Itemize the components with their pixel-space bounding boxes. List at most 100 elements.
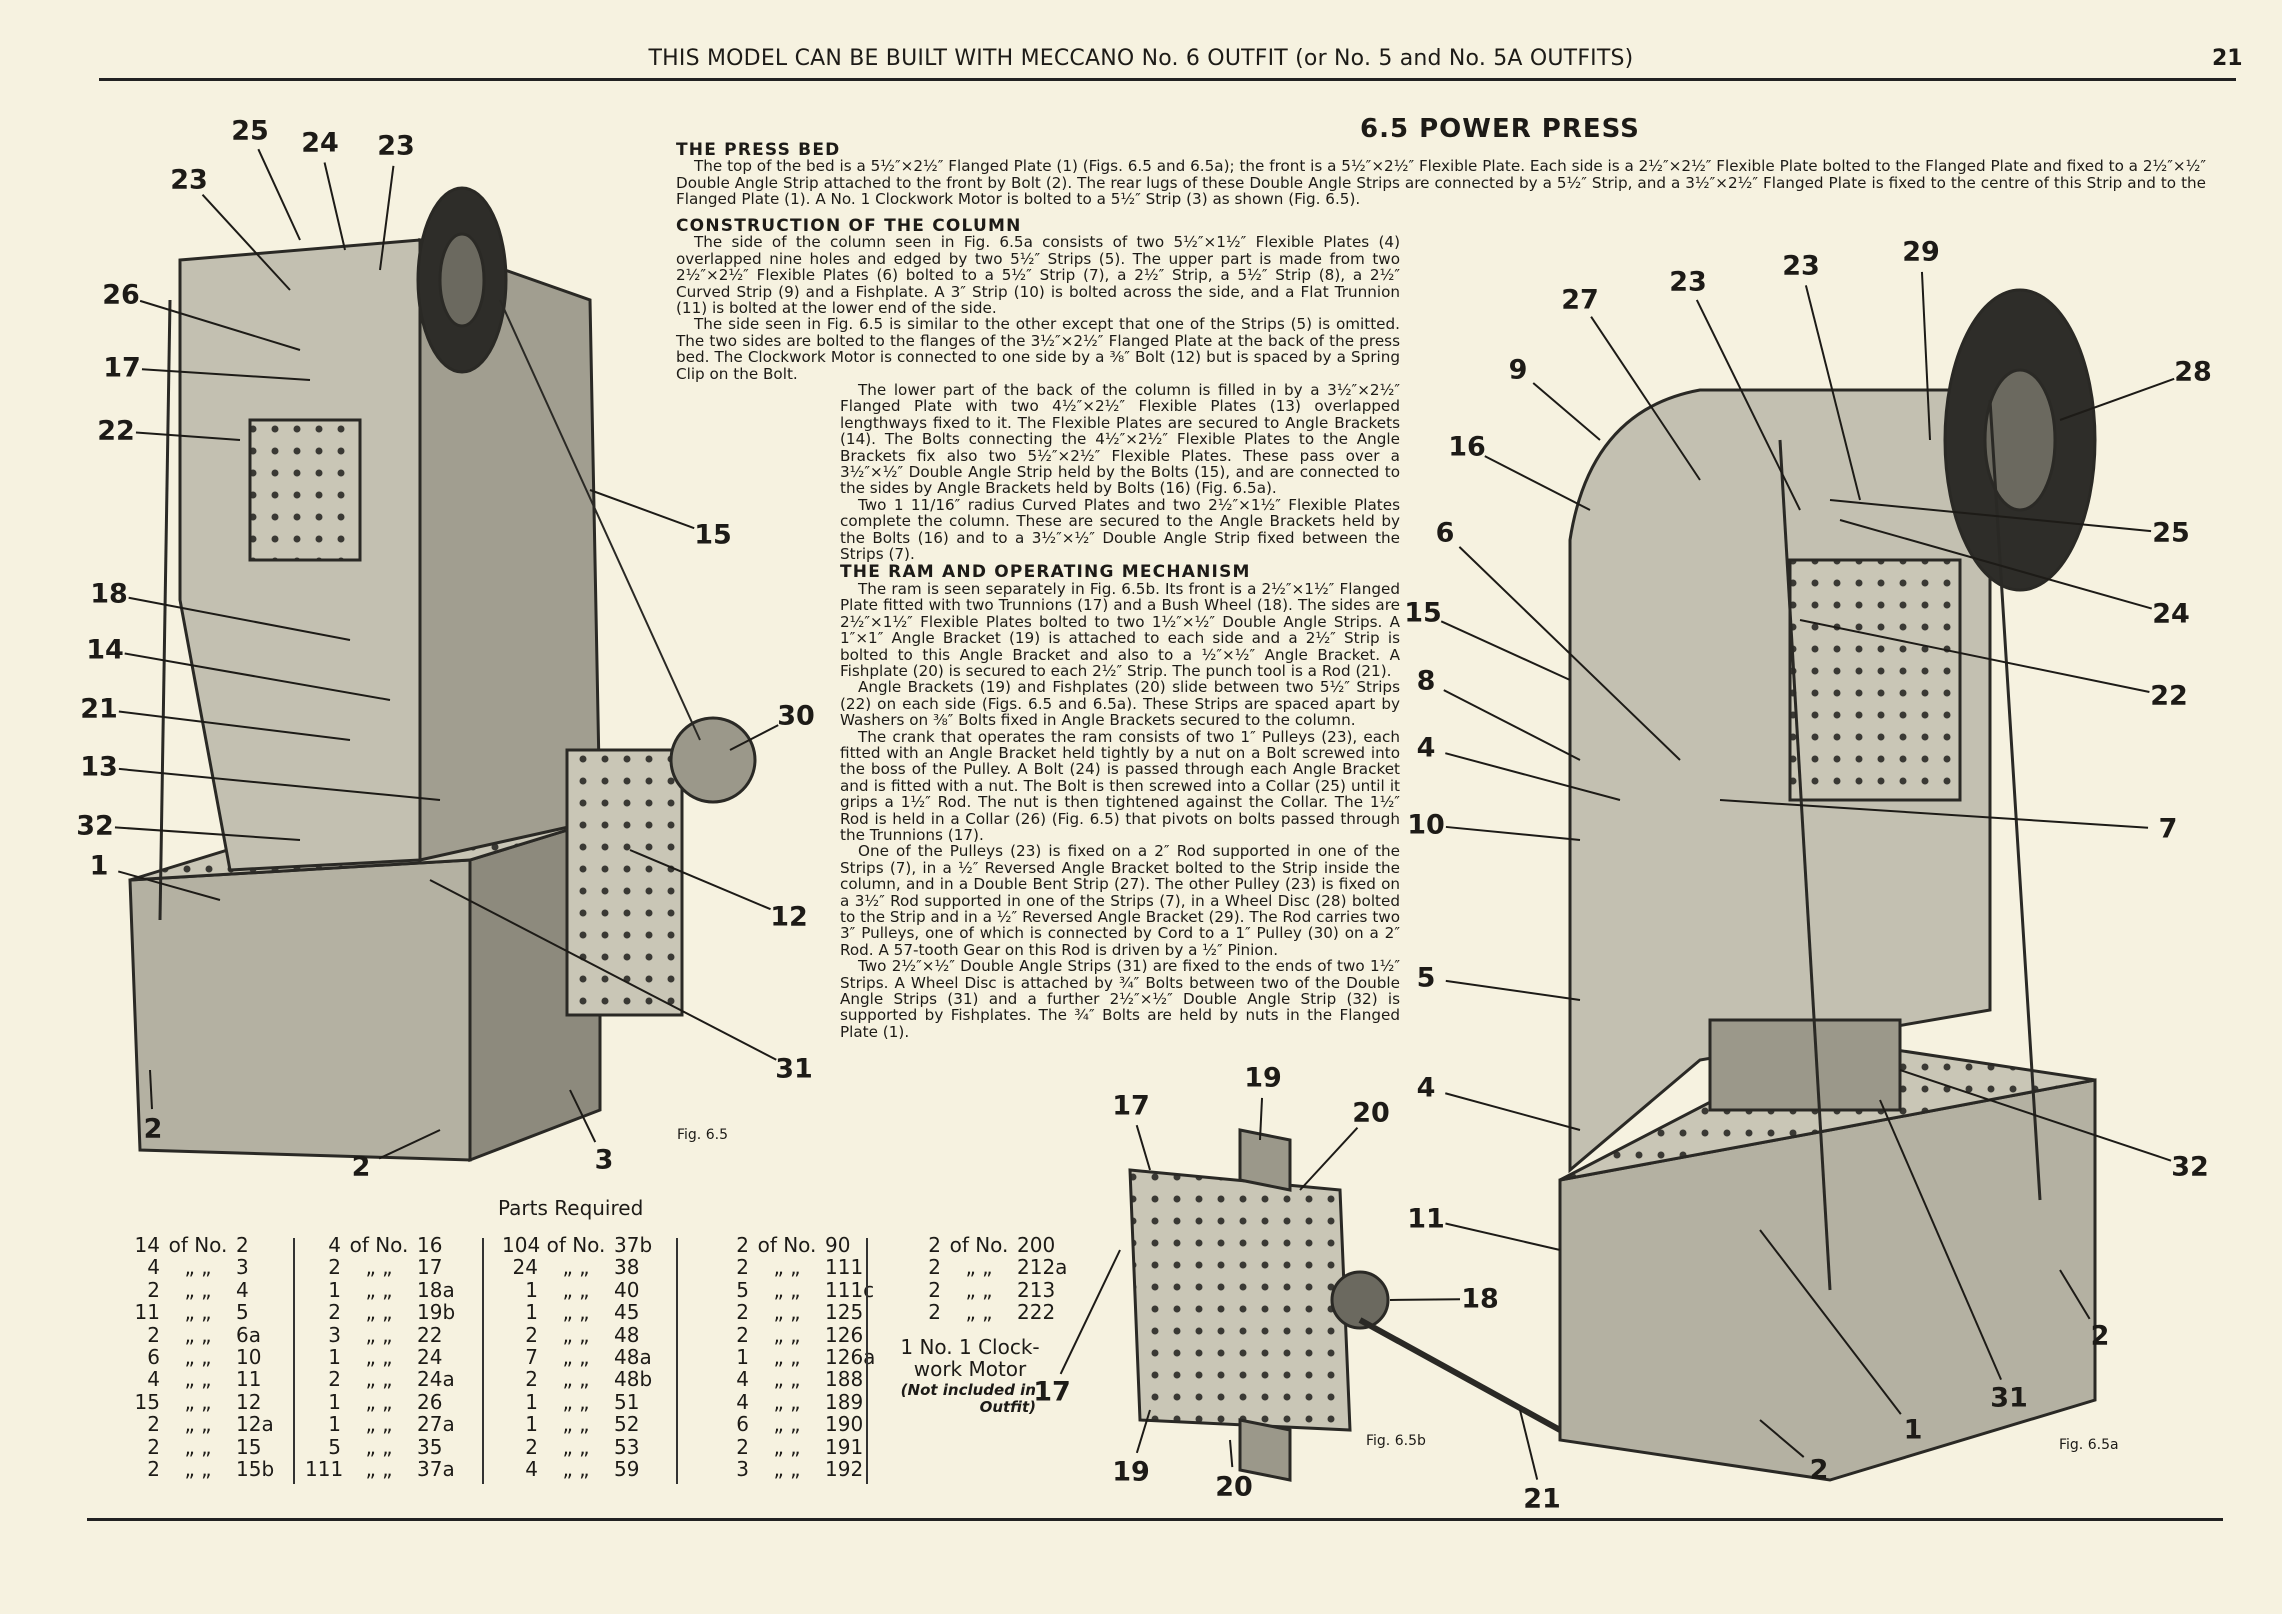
callout-number: 2 (351, 1151, 371, 1183)
callout-number: 23 (1669, 266, 1707, 298)
callout-number: 1 (1903, 1414, 1923, 1446)
callout-number: 31 (1990, 1382, 2028, 1414)
motor-not-included-note: (Not included in Outfit) (900, 1381, 1036, 1416)
figure-label-6-5: Fig. 6.5 (677, 1127, 728, 1143)
column-divider (482, 1238, 484, 1484)
part-of-no: „ „ (365, 1322, 393, 1347)
callout-number: 25 (231, 115, 269, 147)
callout-leader-line (379, 165, 395, 271)
clockwork-motor-part: 1 No. 1 Clock-work Motor (900, 1335, 1040, 1381)
part-of-no: „ „ (365, 1255, 393, 1280)
part-quantity: 2 (328, 1255, 341, 1280)
part-of-no: „ „ (365, 1457, 393, 1482)
part-of-no: of No. (949, 1233, 1009, 1257)
callout-leader-line (1445, 825, 1581, 841)
callout-leader-line (139, 299, 301, 351)
parts-row: 4„ „3 (124, 1255, 288, 1280)
callout-leader-line (2059, 1269, 2091, 1320)
part-number: 27a (417, 1412, 455, 1437)
part-quantity: 2 (928, 1300, 941, 1325)
angle-bracket (1238, 1418, 1292, 1482)
callout-number: 25 (2152, 517, 2190, 549)
parts-row: 2„ „126 (713, 1323, 877, 1346)
part-quantity: 4 (736, 1367, 749, 1392)
callout-leader-line (1719, 799, 2149, 829)
callout-number: 2 (2090, 1320, 2110, 1352)
callout-leader-line (1899, 1069, 2172, 1162)
paragraph: The top of the bed is a 5½″×2½″ Flanged … (676, 157, 2206, 209)
parts-row: 1„ „51 (502, 1390, 666, 1413)
callout-leader-line (1799, 619, 2150, 693)
part-of-no: „ „ (773, 1300, 801, 1325)
callout-leader-line (128, 596, 351, 641)
parts-row: 2„ „12a (124, 1413, 288, 1436)
callout-number: 18 (1461, 1283, 1499, 1315)
rod (1988, 399, 2042, 1201)
gear-57-tooth (669, 716, 757, 804)
parts-row: 2„ „53 (502, 1434, 666, 1459)
callout-leader-line (257, 148, 301, 241)
part-of-no: „ „ (965, 1277, 993, 1302)
callout-number: 9 (1508, 354, 1528, 386)
callout-number: 17 (1033, 1376, 1071, 1408)
part-quantity: 4 (328, 1233, 341, 1257)
part-of-no: „ „ (184, 1255, 212, 1280)
part-of-no: „ „ (365, 1412, 393, 1437)
part-number: 26 (417, 1389, 443, 1414)
parts-row: 2„ „191 (713, 1434, 877, 1459)
callout-number: 4 (1416, 732, 1436, 764)
part-quantity: 2 (736, 1434, 749, 1459)
fig-6-5-drawing (128, 186, 757, 1163)
callout-number: 13 (80, 751, 118, 783)
part-number: 37b (614, 1233, 653, 1257)
part-of-no: „ „ (773, 1345, 801, 1370)
part-number: 2 (236, 1233, 249, 1257)
callout-leader-line (429, 879, 777, 1061)
ram-plate (248, 418, 362, 562)
part-number: 10 (236, 1345, 262, 1370)
part-number: 18a (417, 1277, 455, 1302)
part-of-no: „ „ (562, 1367, 590, 1392)
section-press-bed: THE PRESS BED The top of the bed is a 5½… (676, 140, 2206, 208)
callout-leader-line (201, 194, 291, 291)
part-number: 90 (825, 1233, 851, 1257)
paragraph: One of the Pulleys (23) is fixed on a 2″… (840, 842, 1400, 959)
pulley-hub (1983, 368, 2057, 512)
callout-number: 8 (1416, 665, 1436, 697)
callout-leader-line (1519, 1409, 1539, 1480)
callout-leader-line (729, 724, 779, 751)
part-number: 192 (825, 1457, 864, 1482)
part-of-no: „ „ (365, 1300, 393, 1325)
part-number: 53 (614, 1434, 640, 1459)
callout-number: 27 (1561, 284, 1599, 316)
callout-number: 10 (1407, 809, 1445, 841)
callout-number: 23 (170, 164, 208, 196)
parts-row: 1„ „52 (502, 1413, 666, 1436)
paragraph: The crank that operates the ram consists… (840, 727, 1400, 844)
callout-leader-line (1059, 1249, 1121, 1375)
parts-row: 7„ „48a (502, 1346, 666, 1369)
part-of-no: „ „ (365, 1367, 393, 1392)
part-quantity: 2 (147, 1434, 160, 1459)
part-of-no: „ „ (365, 1389, 393, 1414)
parts-row: 2„ „48 (502, 1323, 666, 1346)
callout-leader-line (2059, 377, 2175, 421)
part-quantity: 2 (928, 1277, 941, 1302)
parts-row: 1„ „26 (305, 1389, 469, 1414)
callout-leader-line (1759, 1419, 1805, 1458)
parts-row: 11„ „5 (124, 1301, 288, 1324)
part-quantity: 1 (736, 1345, 749, 1370)
part-quantity: 1 (525, 1300, 538, 1325)
part-number: 222 (1017, 1300, 1056, 1325)
callout-leader-line (149, 1069, 153, 1110)
part-of-no: „ „ (965, 1255, 993, 1280)
callout-number: 3 (594, 1144, 614, 1176)
part-number: 190 (825, 1412, 864, 1437)
parts-row: 6„ „10 (124, 1345, 288, 1370)
part-of-no: „ „ (184, 1345, 212, 1370)
part-of-no: „ „ (773, 1389, 801, 1414)
part-quantity: 2 (147, 1322, 160, 1347)
part-quantity: 6 (736, 1412, 749, 1437)
